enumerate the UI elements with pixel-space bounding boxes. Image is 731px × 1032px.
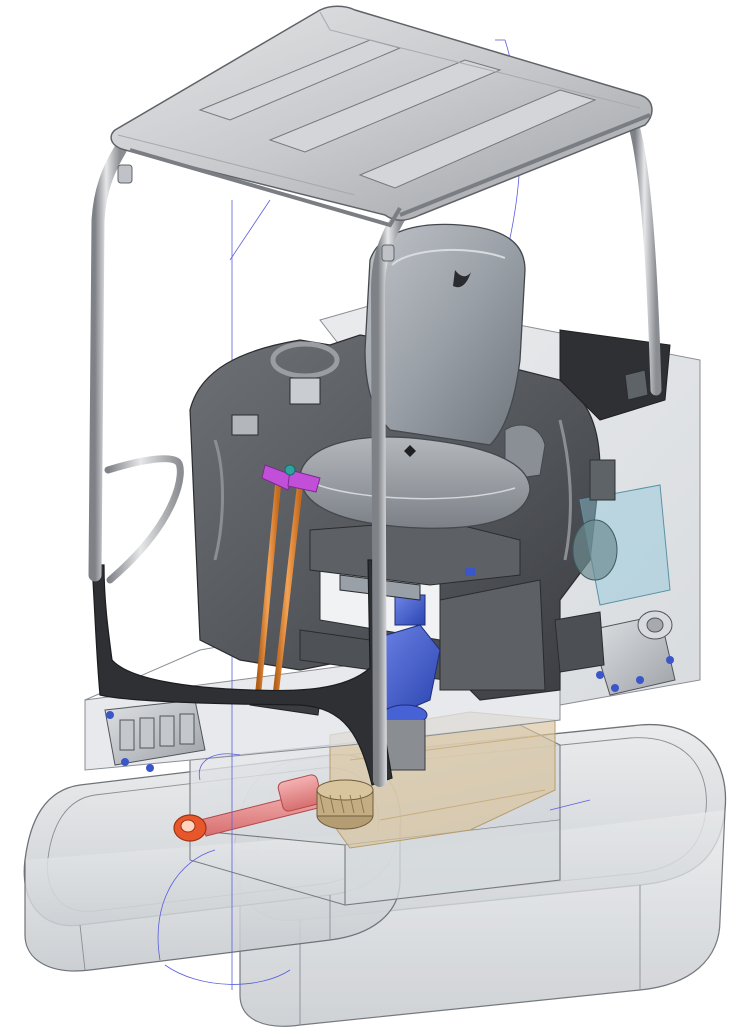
roof-panels [198, 39, 597, 189]
swing-cylinder [173, 774, 327, 842]
lever-knob [284, 464, 296, 476]
console-slot [289, 377, 321, 405]
valve-block-left [104, 699, 206, 772]
motor-envelope [572, 459, 671, 606]
gauge-ring [270, 341, 340, 379]
seat-logo-icon [453, 270, 471, 288]
rops-posts [88, 124, 662, 787]
swing-motor [316, 779, 374, 830]
side-details [404, 369, 649, 576]
valve-block-right [554, 610, 676, 696]
lever-grips [261, 464, 321, 493]
undercarriage [23, 711, 727, 1027]
canopy-roof [110, 5, 653, 228]
cylinder-eye [173, 814, 207, 842]
operator-seat [299, 223, 546, 529]
